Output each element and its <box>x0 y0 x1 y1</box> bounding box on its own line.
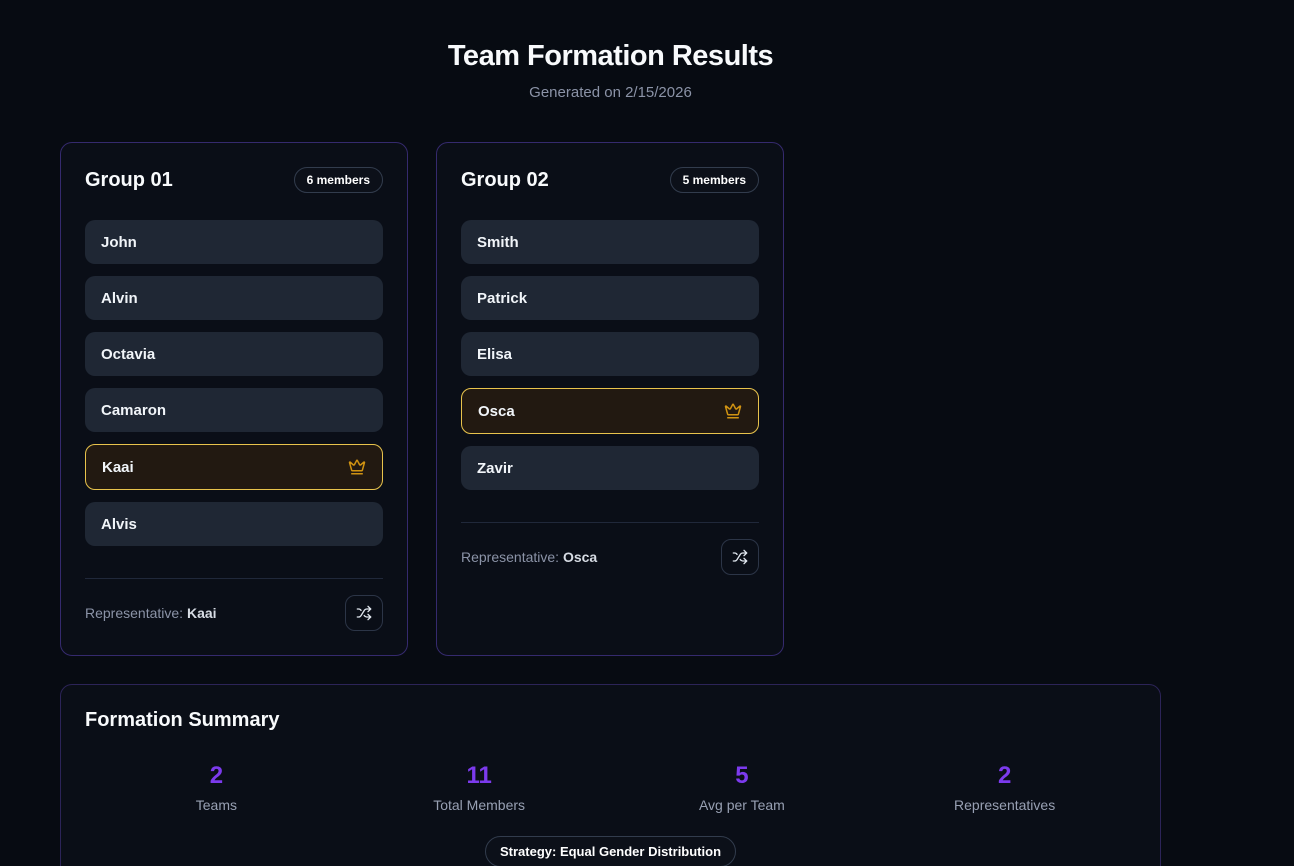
member-row-representative[interactable]: Kaai <box>85 444 383 490</box>
stat-avg-per-team: 5 Avg per Team <box>611 762 874 813</box>
crown-icon <box>724 403 742 419</box>
member-row[interactable]: Alvin <box>85 276 383 320</box>
member-name: Zavir <box>477 459 513 477</box>
member-row[interactable]: Smith <box>461 220 759 264</box>
member-row[interactable]: Zavir <box>461 446 759 490</box>
page-container: Team Formation Results Generated on 2/15… <box>60 0 1161 866</box>
representative-footer: Representative: Osca <box>461 539 759 575</box>
stat-value: 5 <box>735 762 749 789</box>
member-row[interactable]: Elisa <box>461 332 759 376</box>
member-name: Camaron <box>101 401 167 419</box>
group-card-01: Group 01 6 members John Alvin Octavia Ca… <box>60 142 408 656</box>
group-header: Group 01 6 members <box>85 167 383 193</box>
stat-label: Representatives <box>954 797 1056 813</box>
representative-label: Representative: <box>461 549 560 565</box>
shuffle-representative-button[interactable] <box>345 595 383 631</box>
shuffle-icon <box>732 549 748 565</box>
page-title: Team Formation Results <box>447 40 774 72</box>
page-subtitle: Generated on 2/15/2026 <box>529 84 692 101</box>
representative-name: Kaai <box>186 605 217 621</box>
group-title: Group 02 <box>461 168 549 191</box>
member-name: Osca <box>478 402 515 420</box>
member-row[interactable]: Patrick <box>461 276 759 320</box>
member-name: John <box>101 233 137 251</box>
divider <box>85 578 383 579</box>
member-row[interactable]: Octavia <box>85 332 383 376</box>
strategy-row: Strategy: Equal Gender Distribution <box>85 836 1136 866</box>
representative-text: Representative: Kaai <box>85 605 217 621</box>
member-name: Kaai <box>102 458 134 476</box>
group-header: Group 02 5 members <box>461 167 759 193</box>
member-row-representative[interactable]: Osca <box>461 388 759 434</box>
stat-representatives: 2 Representatives <box>873 762 1136 813</box>
member-row[interactable]: Alvis <box>85 502 383 546</box>
stat-label: Teams <box>195 797 237 813</box>
formation-summary-card: Formation Summary 2 Teams 11 Total Membe… <box>60 684 1161 866</box>
member-name: Smith <box>477 233 519 251</box>
crown-icon <box>348 459 366 475</box>
group-card-02: Group 02 5 members Smith Patrick Elisa O… <box>436 142 784 656</box>
strategy-badge: Strategy: Equal Gender Distribution <box>484 836 737 866</box>
stat-value: 2 <box>997 762 1012 789</box>
summary-title: Formation Summary <box>85 709 280 731</box>
member-row[interactable]: Camaron <box>85 388 383 432</box>
stats-grid: 2 Teams 11 Total Members 5 Avg per Team … <box>85 762 1136 813</box>
stat-value: 11 <box>466 762 492 789</box>
stat-label: Avg per Team <box>698 797 785 813</box>
group-title: Group 01 <box>85 168 173 191</box>
shuffle-icon <box>356 605 372 621</box>
stat-label: Total Members <box>433 797 526 813</box>
member-name: Alvis <box>101 515 137 533</box>
representative-footer: Representative: Kaai <box>85 595 383 631</box>
member-count-badge: 5 members <box>669 167 759 193</box>
member-count-badge: 6 members <box>293 167 383 193</box>
representative-name: Osca <box>562 549 598 565</box>
member-name: Patrick <box>477 289 528 307</box>
member-list: John Alvin Octavia Camaron Kaai Alvis <box>85 220 383 558</box>
member-name: Alvin <box>101 289 138 307</box>
divider <box>461 522 759 523</box>
stat-value: 2 <box>209 762 224 789</box>
shuffle-representative-button[interactable] <box>721 539 759 575</box>
member-name: Octavia <box>101 345 156 363</box>
representative-label: Representative: <box>85 605 184 621</box>
member-list: Smith Patrick Elisa Osca Zavir <box>461 220 759 502</box>
member-name: Elisa <box>477 345 513 363</box>
stat-teams: 2 Teams <box>85 762 348 813</box>
groups-row: Group 01 6 members John Alvin Octavia Ca… <box>60 142 1161 656</box>
stat-total-members: 11 Total Members <box>348 762 611 813</box>
member-row[interactable]: John <box>85 220 383 264</box>
representative-text: Representative: Osca <box>461 549 597 565</box>
